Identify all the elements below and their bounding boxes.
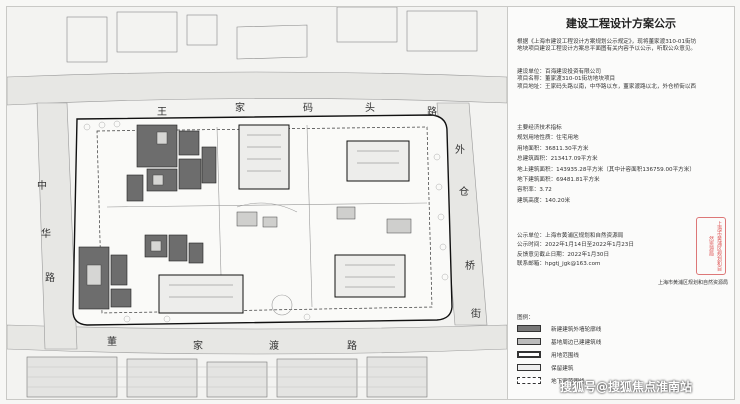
hatch-south (27, 366, 427, 388)
road-east-char-2: 仓 (459, 187, 469, 198)
intro-text: 根据《上海市建设工程设计方案规划公示规定》，现将董家渡310-01街坊 地块项目… (517, 39, 725, 54)
trees (83, 120, 449, 323)
legend-item: 基地周边已建建筑线 (517, 338, 601, 346)
road-north-char-1: 王 (157, 107, 167, 118)
legend-swatch (517, 377, 541, 384)
road-east-char-1: 外 (455, 145, 465, 156)
project-info: 建设单位：百海建设投资有限公司 项目名称：董家渡310-01街坊地块项目 项目地… (517, 69, 725, 91)
tech-line: 规划用地性质：住宅用地 (517, 135, 579, 142)
tech-line: 建筑高度：140.20米 (517, 197, 571, 204)
info-line: 项目名称：董家渡310-01街坊地块项目 (517, 76, 616, 83)
road-east-char-4: 街 (471, 309, 481, 320)
road-west-char-2: 华 (41, 229, 51, 240)
road-north-char-5: 路 (427, 107, 437, 118)
legend-swatch (517, 338, 541, 345)
existing-buildings-south (26, 356, 428, 398)
road-south-char-4: 路 (347, 341, 357, 352)
preserved-courtyards (86, 131, 168, 286)
legend-item: 地下室范围线 (517, 377, 585, 385)
legend-swatch (517, 351, 541, 358)
road-north-char-4: 头 (365, 103, 375, 114)
intro-line: 地块项目建设工程设计方案总平面图有关内容予以公示，听取公众意见。 (517, 46, 697, 53)
road-south-char-3: 渡 (269, 341, 279, 352)
site-plan-svg (7, 7, 507, 399)
road-east-char-3: 桥 (465, 261, 475, 272)
publicity-section: 公示单位：上海市黄浦区规划和自然资源局 公示时间：2022年1月14日至2022… (517, 233, 697, 269)
tech-line: 总建筑面积：213417.09平方米 (517, 156, 598, 163)
tech-line: 地上建筑面积：143935.28平方米（其中计容面积136759.00平方米） (517, 166, 695, 173)
seal-signature: 上海市黄浦区规划和自然资源局 (658, 280, 729, 286)
tech-header: 主要经济技术指标 (517, 125, 562, 131)
tech-line: 容积率：3.72 (517, 187, 552, 194)
watermark: 搜狐号@搜狐焦点淮南站 (560, 380, 693, 394)
publicity-line: 联系邮箱：hpgtj_jgk@163.com (517, 261, 601, 268)
legend-header: 图例： (517, 315, 534, 321)
publicity-line: 公示时间：2022年1月14日至2022年1月23日 (517, 242, 634, 249)
existing-buildings-north (66, 7, 478, 63)
ancillary-buildings (236, 206, 412, 234)
legend-item: 新建建筑外墙轮廓线 (517, 325, 601, 333)
legend-item: 保留建筑 (517, 364, 573, 372)
publicity-line: 公示单位：上海市黄浦区规划和自然资源局 (517, 233, 624, 239)
legend-swatch (517, 325, 541, 332)
publicity-panel: 建设工程设计方案公示 根据《上海市建设工程设计方案规划公示规定》，现将董家渡31… (507, 6, 735, 400)
tower-grid (169, 134, 399, 298)
info-line: 项目地址：王家码头路以南，中华路以东，董家渡路以北，外仓桥街以西 (517, 83, 697, 90)
new-towers (158, 124, 410, 314)
legend-swatch (517, 364, 541, 371)
tech-section: 主要经济技术指标 规划用地性质：住宅用地 用地面积：36811.30平方米 总建… (517, 125, 725, 205)
info-line: 建设单位：百海建设投资有限公司 (517, 69, 601, 75)
intro-line: 根据《上海市建设工程设计方案规划公示规定》，现将董家渡310-01街坊 (517, 39, 697, 45)
road-south-char-2: 家 (193, 341, 203, 352)
tech-line: 用地面积：36811.30平方米 (517, 145, 589, 152)
panel-title: 建设工程设计方案公示 (566, 17, 676, 30)
site-plan-drawing: 王 家 码 头 路 中 华 路 董 家 渡 路 外 仓 桥 街 (6, 6, 508, 400)
road-north-char-2: 家 (235, 103, 245, 114)
legend-item: 用地范围线 (517, 351, 579, 359)
road-north-char-3: 码 (303, 103, 313, 114)
road-west-char-1: 中 (37, 181, 47, 192)
official-seal: 上海市黄浦区规划和自然资源局 (696, 217, 726, 275)
tech-line: 地下建筑面积：69481.81平方米 (517, 177, 600, 184)
road-south-char-1: 董 (107, 337, 117, 348)
publicity-line: 反馈意见截止日期：2022年1月30日 (517, 251, 610, 258)
road-west-char-3: 路 (45, 273, 55, 284)
